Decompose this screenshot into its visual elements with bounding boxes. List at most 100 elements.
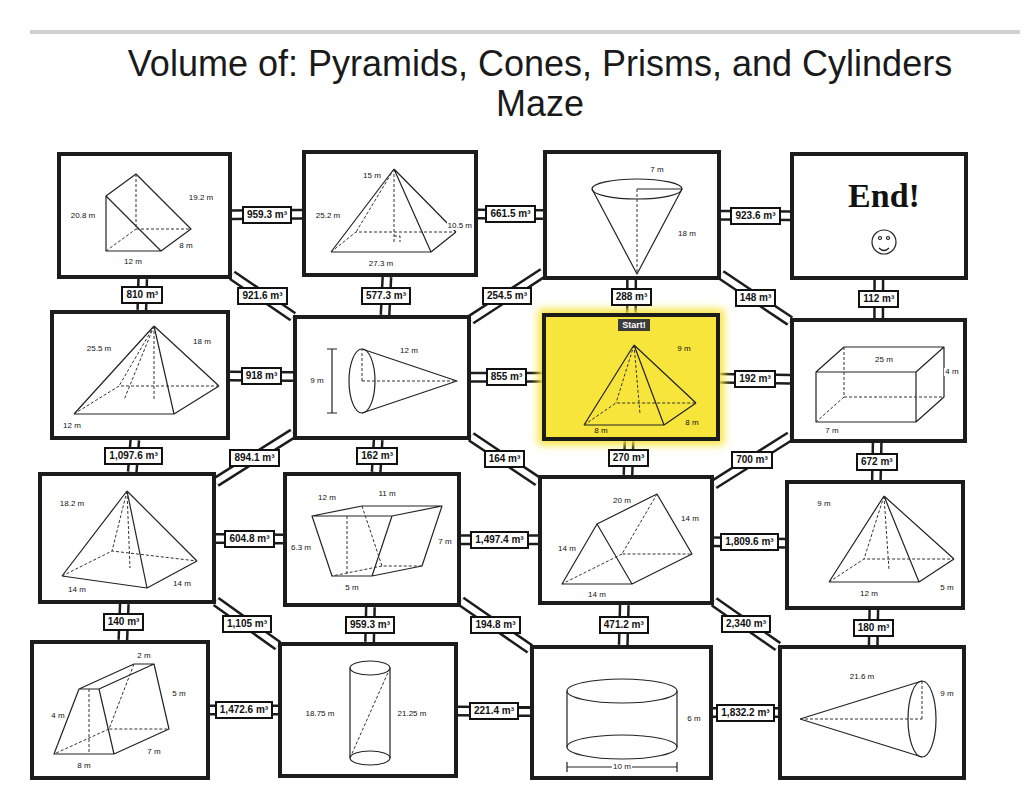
maze-path bbox=[471, 437, 538, 482]
volume-answer: 672 m³ bbox=[856, 453, 898, 471]
volume-answer: 894.1 m³ bbox=[229, 449, 279, 467]
dimension-label: 4 m bbox=[944, 368, 959, 377]
figure-box: 7 m18 m bbox=[543, 150, 721, 280]
maze-title: Volume of: Pyramids, Cones, Prisms, and … bbox=[90, 44, 990, 125]
figure-ellipse bbox=[350, 661, 390, 675]
hidden-edge bbox=[816, 347, 944, 422]
dimension-label: 12 m bbox=[859, 590, 879, 599]
figure-box: 6 m10 m bbox=[530, 645, 713, 780]
figure-ellipse bbox=[879, 237, 882, 240]
start-figure-box: Start!9 m8 m8 m bbox=[542, 313, 720, 441]
volume-answer: 288 m³ bbox=[611, 288, 653, 306]
dimension-label: 19.2 m bbox=[188, 194, 214, 203]
dimension-label: 7 m bbox=[437, 538, 452, 547]
figure-box: End! bbox=[790, 152, 968, 280]
figure-edge bbox=[567, 691, 677, 772]
volume-answer: 604.8 m³ bbox=[224, 530, 274, 548]
path-band-fill bbox=[216, 602, 278, 646]
volume-answer: 923.6 m³ bbox=[730, 207, 780, 225]
dimension-label: 4 m bbox=[50, 712, 65, 721]
hidden-edge bbox=[829, 496, 954, 582]
volume-answer: 918 m³ bbox=[241, 367, 283, 385]
volume-answer: 1,472.6 m³ bbox=[215, 701, 273, 719]
figure-edge bbox=[562, 494, 692, 584]
volume-answer: 180 m³ bbox=[853, 619, 895, 637]
solid-figure bbox=[782, 649, 962, 776]
volume-answer: 1,097.6 m³ bbox=[104, 447, 162, 465]
hidden-edge bbox=[332, 506, 422, 576]
dimension-label: 18.75 m bbox=[305, 710, 336, 719]
figure-edge bbox=[74, 326, 219, 414]
dimension-label: 25 m bbox=[874, 356, 894, 365]
dimension-label: 8 m bbox=[684, 419, 699, 428]
end-label: End! bbox=[848, 177, 920, 214]
maze-path bbox=[461, 601, 530, 649]
dimension-label: 27.3 m bbox=[368, 260, 394, 269]
maze-path bbox=[216, 434, 293, 482]
volume-answer: 148 m³ bbox=[735, 289, 777, 307]
dimension-label: 8 m bbox=[178, 242, 193, 251]
volume-answer: 192 m³ bbox=[734, 370, 776, 388]
dimension-label: 5 m bbox=[171, 690, 186, 699]
path-band-fill bbox=[721, 275, 790, 321]
maze-path bbox=[714, 602, 778, 647]
maze-path bbox=[471, 273, 543, 320]
volume-answer: 661.5 m³ bbox=[485, 205, 535, 223]
dimension-label: 6.3 m bbox=[290, 544, 312, 553]
figure-box: 20.8 m19.2 m12 m8 m bbox=[57, 152, 232, 279]
path-band-outline bbox=[714, 602, 778, 647]
dimension-label: 18 m bbox=[192, 338, 212, 347]
top-rule bbox=[30, 30, 1020, 34]
dimension-label: 9 m bbox=[676, 345, 691, 354]
maze-path bbox=[721, 275, 790, 321]
figure-ellipse bbox=[567, 679, 677, 703]
dimension-label: 12 m bbox=[317, 494, 337, 503]
hidden-edge bbox=[562, 494, 692, 584]
volume-answer: 700 m³ bbox=[731, 451, 773, 469]
path-band-fill bbox=[471, 273, 543, 320]
figure-edge bbox=[106, 174, 191, 251]
figure-edge bbox=[312, 506, 442, 576]
volume-answer: 921.6 m³ bbox=[237, 287, 287, 305]
dimension-label: 21.25 m bbox=[397, 710, 428, 719]
hidden-edge bbox=[74, 326, 219, 414]
dimension-label: 12 m bbox=[399, 347, 419, 356]
path-band-outline bbox=[471, 273, 543, 320]
figure-box: 9 m12 m5 m bbox=[785, 480, 965, 610]
dimension-label: 7 m bbox=[824, 427, 839, 436]
hidden-edge bbox=[350, 668, 390, 758]
figure-box: 12 m11 m6.3 m7 m5 m bbox=[283, 472, 461, 607]
hidden-edge bbox=[637, 189, 638, 274]
dimension-label: 9 m bbox=[309, 377, 324, 386]
dimension-label: 6 m bbox=[686, 715, 701, 724]
volume-answer: 140 m³ bbox=[103, 613, 145, 631]
volume-answer: 164 m³ bbox=[484, 450, 526, 468]
dimension-label: 14 m bbox=[587, 591, 607, 600]
figure-edge bbox=[584, 345, 696, 425]
dimension-label: 14 m bbox=[67, 586, 87, 595]
figure-edge bbox=[592, 189, 682, 274]
path-band-outline bbox=[721, 275, 790, 321]
figure-box: 18.2 m14 m14 m bbox=[38, 472, 216, 604]
dimension-label: 20 m bbox=[612, 497, 632, 506]
dimension-label: 15 m bbox=[362, 172, 382, 181]
volume-answer: 162 m³ bbox=[356, 447, 398, 465]
solid-figure bbox=[54, 314, 226, 436]
maze-path bbox=[216, 602, 278, 646]
dimension-label: 10.5 m bbox=[447, 222, 473, 231]
figure-edge bbox=[327, 349, 457, 413]
figure-ellipse bbox=[887, 237, 890, 240]
figure-box: 20 m14 m14 m14 m bbox=[538, 475, 714, 605]
dimension-label: 21.6 m bbox=[849, 673, 875, 682]
volume-answer: 959.3 m³ bbox=[242, 206, 292, 224]
path-band-fill bbox=[471, 437, 538, 482]
volume-answer: 112 m³ bbox=[858, 290, 899, 308]
start-label: Start! bbox=[618, 319, 650, 332]
path-band-fill bbox=[461, 601, 530, 649]
path-band-outline bbox=[216, 602, 278, 646]
figure-edge bbox=[350, 668, 390, 758]
figure-box: 18.75 m 21.25 m bbox=[278, 642, 458, 778]
volume-answer: 1,809.6 m³ bbox=[720, 533, 778, 551]
dimension-label: 8 m bbox=[76, 762, 91, 771]
